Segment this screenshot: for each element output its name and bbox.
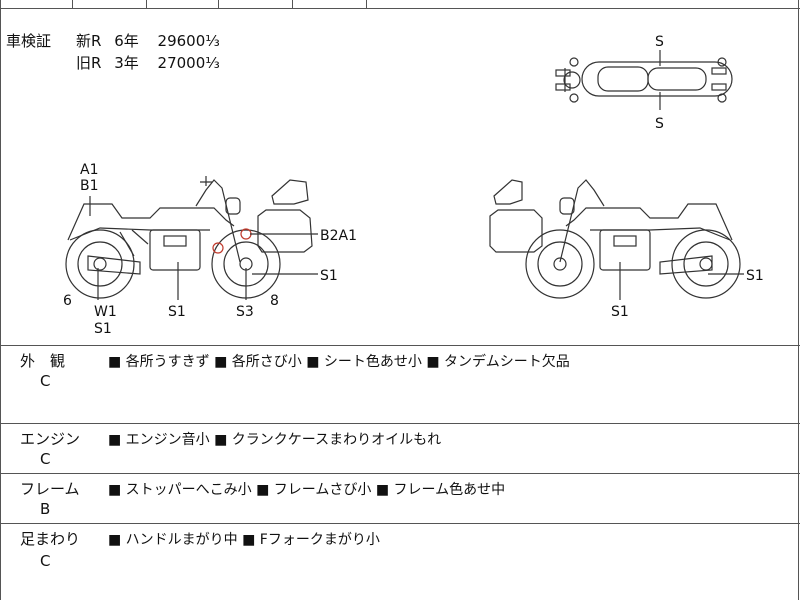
section-grade: C bbox=[40, 450, 51, 468]
section-grade: C bbox=[40, 552, 51, 570]
leader-lines bbox=[89, 196, 744, 300]
label-s1: S1 bbox=[320, 268, 338, 284]
label-top-s: S bbox=[655, 116, 664, 132]
label-top-s: S bbox=[655, 34, 664, 50]
label-a1: A1 bbox=[80, 162, 98, 178]
inspection-type: 新R bbox=[76, 32, 102, 50]
motorcycle-right-view bbox=[489, 179, 741, 299]
inspection-type: 旧R bbox=[76, 54, 102, 72]
section-items: ■ エンジン音小 ■ クランクケースまわりオイルもれ bbox=[108, 432, 442, 448]
section-title: エンジン bbox=[20, 430, 81, 448]
section-exterior: 外 観 C ■ 各所うすきず ■ 各所さび小 ■ シート色あせ小 ■ タンデムシ… bbox=[0, 346, 800, 423]
inspection-row: 旧R 3年 27000⅓ bbox=[76, 52, 220, 74]
label-b2a1: B2A1 bbox=[320, 228, 357, 244]
section-title: 外 観 bbox=[20, 352, 66, 370]
inspection-years: 3年 bbox=[114, 54, 139, 72]
inspection-label: 車検証 bbox=[6, 32, 52, 50]
label-w1: W1 bbox=[94, 304, 117, 320]
section-grade: B bbox=[40, 500, 51, 518]
section-engine: エンジン C ■ エンジン音小 ■ クランクケースまわりオイルもれ bbox=[0, 424, 800, 473]
label-s1: S1 bbox=[611, 304, 629, 320]
motorcycle-top-view bbox=[555, 50, 733, 110]
section-title: フレーム bbox=[20, 480, 80, 498]
label-6: 6 bbox=[63, 293, 72, 309]
divider bbox=[0, 345, 800, 346]
section-items: ■ 各所うすきず ■ 各所さび小 ■ シート色あせ小 ■ タンデムシート欠品 bbox=[108, 354, 570, 370]
section-title: 足まわり bbox=[20, 530, 81, 548]
inspection-price: 29600⅓ bbox=[157, 32, 220, 50]
label-b1: B1 bbox=[80, 178, 99, 194]
label-s1: S1 bbox=[94, 321, 112, 337]
section-grade: C bbox=[40, 372, 51, 390]
inspection-row: 新R 6年 29600⅓ bbox=[76, 30, 220, 52]
divider bbox=[0, 473, 800, 474]
top-table-strip bbox=[0, 0, 800, 9]
section-items: ■ ストッパーへこみ小 ■ フレームさび小 ■ フレーム色あせ中 bbox=[108, 482, 506, 498]
inspection-years: 6年 bbox=[114, 32, 139, 50]
section-items: ■ ハンドルまがり中 ■ Fフォークまがり小 bbox=[108, 532, 380, 548]
divider bbox=[0, 523, 800, 524]
label-s1: S1 bbox=[168, 304, 186, 320]
motorcycle-damage-diagram: S S A1 B1 B2A1 6 W1 S1 S1 S3 8 S1 S1 S1 bbox=[63, 34, 764, 337]
section-suspension: 足まわり C ■ ハンドルまがり中 ■ Fフォークまがり小 bbox=[0, 524, 800, 600]
inspection-price: 27000⅓ bbox=[157, 54, 220, 72]
divider bbox=[0, 423, 800, 424]
motorcycle-left-view bbox=[65, 176, 313, 299]
label-s3: S3 bbox=[236, 304, 254, 320]
label-s1: S1 bbox=[746, 268, 764, 284]
label-8: 8 bbox=[270, 293, 279, 309]
section-frame: フレーム B ■ ストッパーへこみ小 ■ フレームさび小 ■ フレーム色あせ中 bbox=[0, 474, 800, 523]
